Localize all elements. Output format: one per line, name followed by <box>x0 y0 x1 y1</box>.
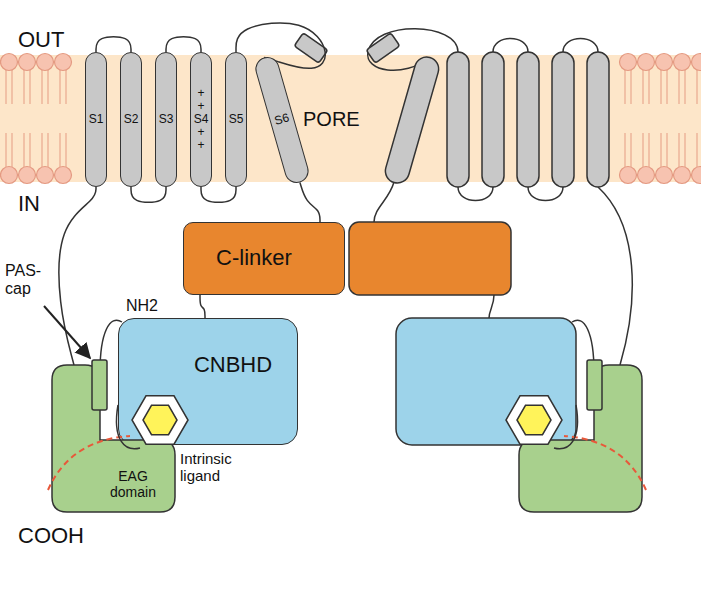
lipid-head <box>620 54 637 71</box>
lipid-tail <box>661 133 667 167</box>
chain-link <box>96 37 131 52</box>
lipid-head <box>638 54 655 71</box>
lipid-head <box>692 167 701 184</box>
lipid-head <box>674 54 691 71</box>
chain-link <box>200 295 205 318</box>
chain-link <box>131 187 166 202</box>
lipid-tail <box>661 70 667 104</box>
chain-link <box>300 182 320 222</box>
node-text: + <box>197 100 204 113</box>
lipid-tail <box>60 70 66 104</box>
side-label: IN <box>18 192 40 216</box>
cnbhd-box: CNBHD <box>118 318 298 445</box>
lipid-head <box>638 167 655 184</box>
lipid-tail <box>6 133 12 167</box>
node-text: S5 <box>229 113 244 126</box>
side-label: OUT <box>18 28 64 52</box>
lipid-tail <box>42 70 48 104</box>
lipid-head <box>656 167 673 184</box>
chain-link <box>236 23 325 68</box>
pore-label: PORE <box>303 108 360 130</box>
right-subunit <box>349 29 642 512</box>
node-outline-path <box>52 365 175 512</box>
helix-segment: ++S4++ <box>190 52 212 187</box>
lipid-tail <box>60 133 66 167</box>
node-text: S4 <box>194 113 209 126</box>
lipid-tail <box>625 133 631 167</box>
lipid-tail <box>643 133 649 167</box>
helix-segment: S1 <box>85 52 107 187</box>
lipid-tail <box>643 70 649 104</box>
lipid-head <box>1 167 18 184</box>
helix-segment: S5 <box>225 52 247 187</box>
node-text: + <box>197 126 204 139</box>
lipid-tail <box>697 133 701 167</box>
callout-label: PAS-cap <box>5 262 47 297</box>
pore-helices <box>294 33 400 63</box>
node-text: S2 <box>124 113 139 126</box>
lipid-head <box>37 54 54 71</box>
lipid-tail <box>24 70 30 104</box>
leader-arrow <box>44 306 90 358</box>
c-linker-box: C-linker <box>183 222 345 295</box>
node-text: C-linker <box>216 246 292 270</box>
node-text: CNBHD <box>194 353 272 377</box>
lipid-head <box>656 54 673 71</box>
eag-domain: EAG domain <box>52 365 175 512</box>
terminus-label: COOH <box>18 524 84 548</box>
node-text: S3 <box>159 113 174 126</box>
lipid-tail <box>697 70 701 104</box>
chain-link <box>166 37 201 52</box>
chain-link <box>59 187 96 365</box>
node-text: + <box>197 87 204 100</box>
lipid-head <box>55 167 72 184</box>
terminus-label: NH2 <box>126 297 158 315</box>
lipid-head <box>620 167 637 184</box>
node-text: S1 <box>89 113 104 126</box>
node-text: + <box>197 139 204 152</box>
lipid-head <box>37 167 54 184</box>
helix-segment: S2 <box>120 52 142 187</box>
lipid-tail <box>625 70 631 104</box>
lipid-tail <box>679 70 685 104</box>
lipid-head <box>19 54 36 71</box>
lipid-head <box>674 167 691 184</box>
lipid-head <box>1 54 18 71</box>
lipid-tail <box>679 133 685 167</box>
node-text: S6 <box>273 112 291 129</box>
lipid-head <box>692 54 701 71</box>
front-details-right <box>506 360 646 490</box>
helix-segment: S3 <box>155 52 177 187</box>
lipid-head <box>55 54 72 71</box>
chain-link <box>201 187 236 202</box>
lipid-tail <box>24 133 30 167</box>
ligand-label: Intrinsic ligand <box>180 451 250 484</box>
lipid-tail <box>6 70 12 104</box>
lipid-head <box>19 167 36 184</box>
node-text: EAG domain <box>101 469 165 500</box>
lipid-tail <box>42 133 48 167</box>
